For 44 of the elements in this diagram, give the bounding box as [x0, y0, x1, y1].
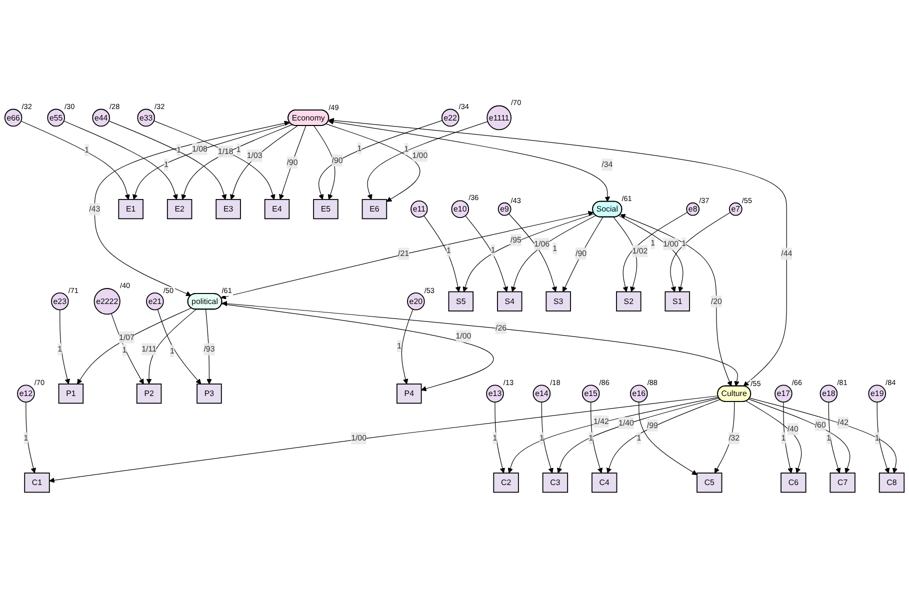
arrow — [748, 398, 850, 474]
arrow — [465, 215, 508, 292]
arrow — [401, 308, 414, 384]
arrow — [326, 124, 420, 202]
arrow — [157, 309, 202, 384]
arrow — [318, 120, 443, 200]
arrow — [556, 398, 720, 474]
arrow — [606, 399, 720, 474]
arrow — [508, 213, 557, 292]
arrow — [749, 398, 898, 474]
arrow — [462, 214, 595, 292]
arrow — [108, 120, 227, 200]
arrow — [154, 120, 276, 200]
arrow — [613, 216, 638, 292]
arrow — [221, 304, 494, 392]
arrow — [876, 402, 890, 474]
arrow — [367, 121, 488, 200]
arrow — [20, 120, 130, 200]
arrow — [60, 310, 70, 384]
arrow — [205, 309, 212, 384]
arrow — [314, 126, 336, 200]
arrow — [181, 124, 292, 200]
arrow — [508, 396, 719, 474]
arrow — [638, 402, 698, 476]
arrow — [590, 402, 603, 474]
arrow — [562, 216, 604, 292]
arrow — [279, 126, 306, 200]
arrow — [49, 396, 718, 483]
arrow — [783, 402, 793, 474]
arrow — [714, 401, 735, 474]
arrow — [746, 400, 802, 474]
arrow — [26, 402, 36, 474]
arrow — [511, 215, 596, 292]
arrow — [77, 308, 192, 384]
arrow — [132, 122, 291, 200]
arrow — [64, 120, 178, 200]
arrow — [146, 309, 196, 384]
arrow — [828, 402, 841, 474]
arrow — [541, 402, 554, 474]
arrow — [424, 215, 461, 292]
arrow — [111, 313, 144, 384]
arrow — [230, 126, 298, 200]
arrow — [494, 402, 506, 474]
arrow — [670, 212, 731, 292]
